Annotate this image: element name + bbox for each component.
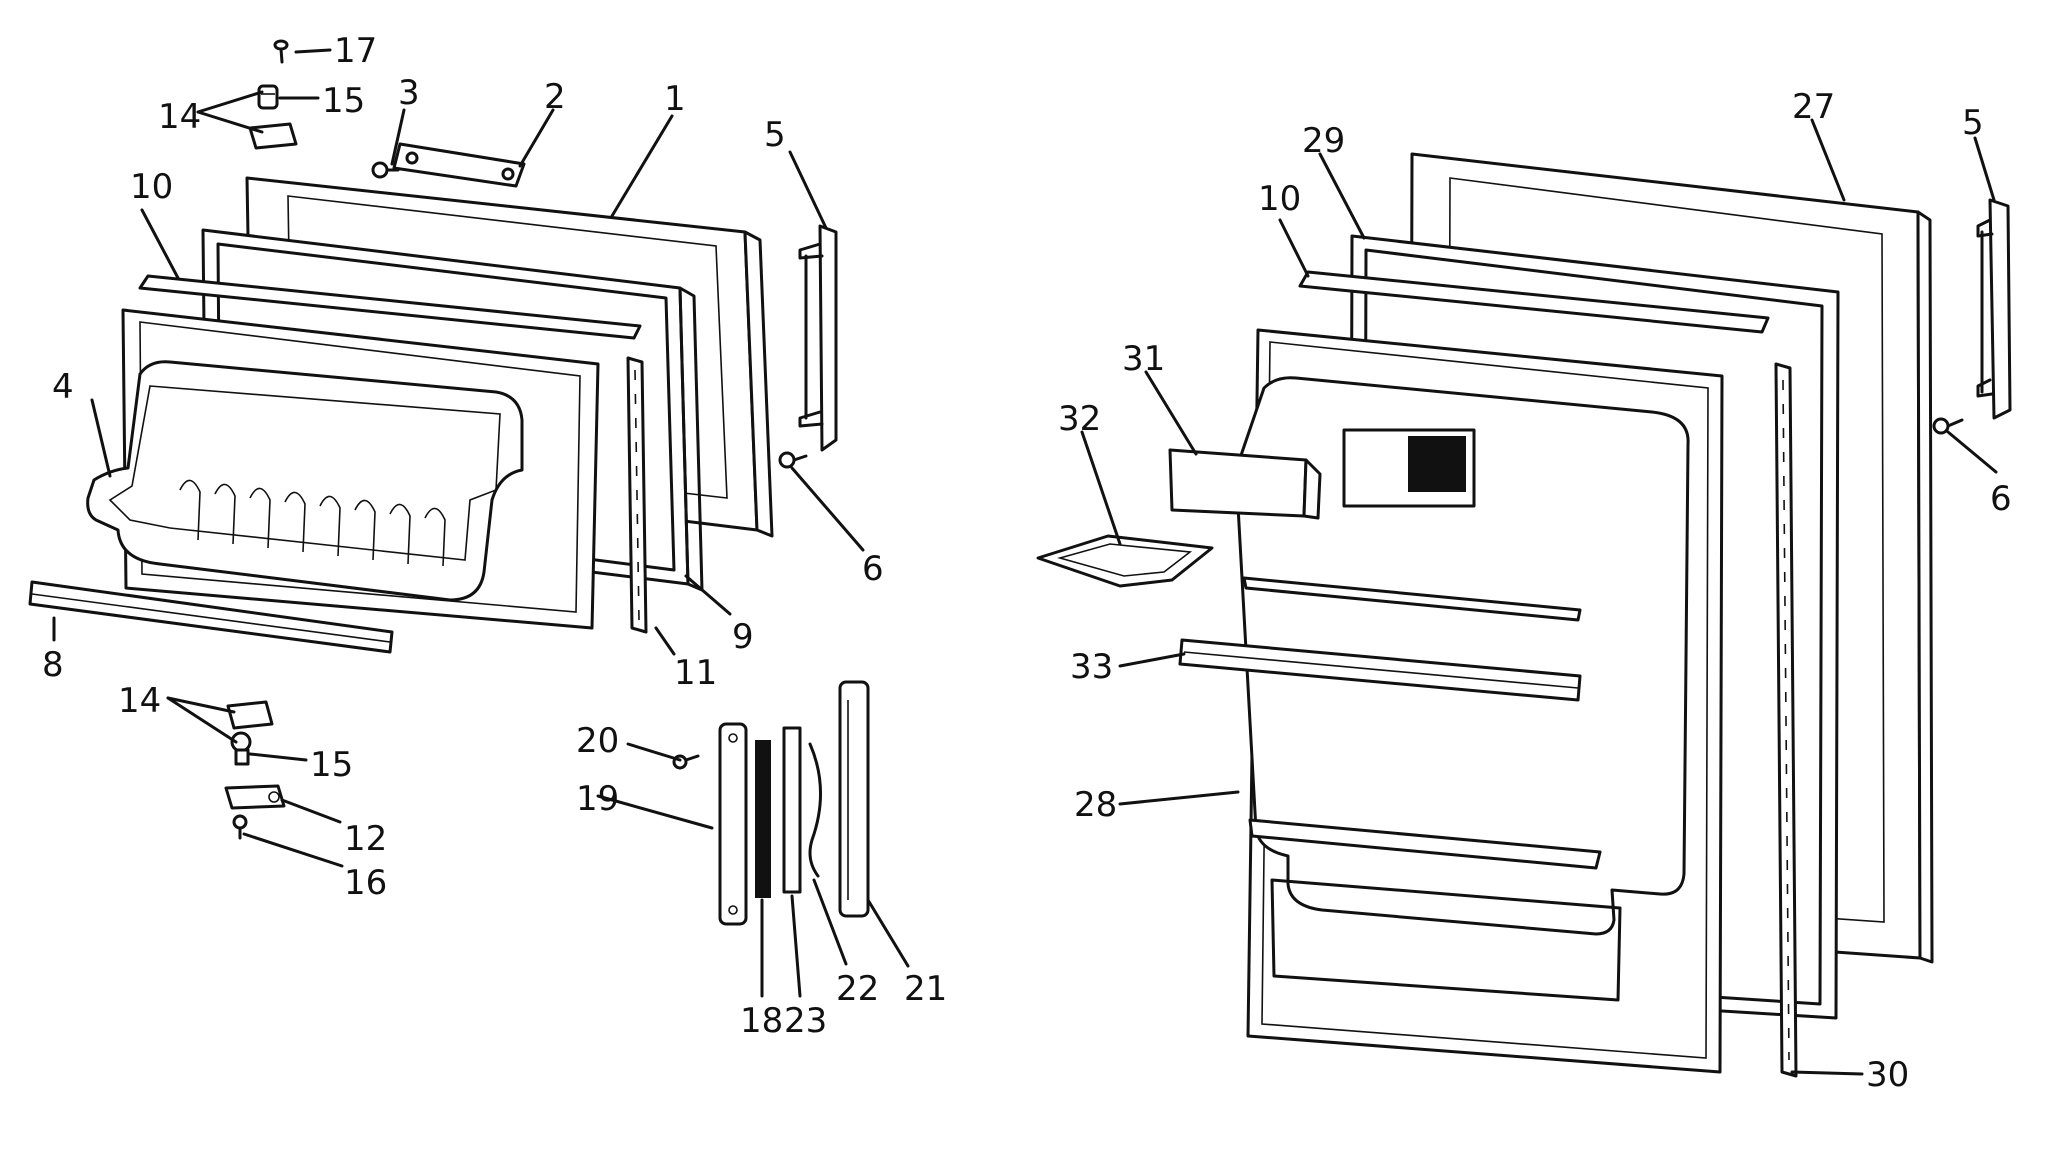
callout-label: 18 bbox=[740, 1001, 783, 1041]
callout-label: 2 bbox=[544, 77, 566, 117]
small-screw-part bbox=[371, 161, 400, 179]
callout-label: 31 bbox=[1122, 339, 1165, 379]
callout-label: 6 bbox=[1990, 479, 2012, 519]
right-handle-screw-part bbox=[1932, 417, 1964, 435]
hinge-screw-part bbox=[232, 814, 248, 840]
left-door-handle-part bbox=[798, 224, 838, 452]
callout-label: 16 bbox=[344, 863, 387, 903]
callout-label: 30 bbox=[1866, 1055, 1909, 1095]
callout-label: 10 bbox=[1258, 179, 1301, 219]
freezer-door-assembly bbox=[28, 39, 870, 926]
top-screw-part bbox=[273, 39, 289, 64]
callout-label: 9 bbox=[732, 617, 754, 657]
callout-label: 8 bbox=[42, 645, 64, 685]
callout-label: 3 bbox=[398, 73, 420, 113]
light-strip-part bbox=[782, 726, 802, 894]
callout-label: 14 bbox=[118, 681, 161, 721]
leader-lines bbox=[52, 48, 1998, 1076]
callout-label: 12 bbox=[344, 819, 387, 859]
bottom-rail-part bbox=[28, 580, 394, 654]
callout-label: 29 bbox=[1302, 121, 1345, 161]
callout-label: 33 bbox=[1070, 647, 1113, 687]
callout-label: 1 bbox=[664, 79, 686, 119]
vertical-hinge-strip-part bbox=[626, 356, 648, 634]
callout-label: 17 bbox=[334, 31, 377, 71]
top-bushing-part bbox=[257, 84, 279, 110]
top-trim-strip-part bbox=[138, 274, 642, 340]
end-cap-bracket-part bbox=[838, 680, 870, 918]
dark-gasket-strip-part bbox=[755, 740, 771, 898]
callout-label: 15 bbox=[310, 745, 353, 785]
end-cap-part bbox=[718, 722, 748, 926]
callout-label: 4 bbox=[52, 367, 74, 407]
bottom-bushing-part bbox=[230, 731, 252, 766]
callout-label: 10 bbox=[130, 167, 173, 207]
butter-compartment-door-part bbox=[1168, 448, 1322, 520]
callout-label: 15 bbox=[322, 81, 365, 121]
callout-label: 23 bbox=[784, 1001, 827, 1041]
right-door-handle-part bbox=[1976, 198, 2012, 420]
refrigerator-door-assembly bbox=[1036, 152, 2012, 1078]
callout-label: 20 bbox=[576, 721, 619, 761]
callout-label: 21 bbox=[904, 969, 947, 1009]
callout-label: 11 bbox=[674, 653, 717, 693]
top-hinge-bracket-part bbox=[392, 142, 526, 188]
right-top-trim-strip-part bbox=[1298, 270, 1770, 334]
callout-labels: 1 2 3 4 5 6 8 9 10 11 12 14 14 15 15 16 … bbox=[42, 31, 2012, 1095]
callout-label: 27 bbox=[1792, 87, 1835, 127]
callout-label: 28 bbox=[1074, 785, 1117, 825]
callout-label: 14 bbox=[158, 97, 201, 137]
callout-label: 5 bbox=[764, 115, 786, 155]
butter-tray-part bbox=[1036, 534, 1214, 588]
right-vertical-strip-part bbox=[1774, 362, 1798, 1078]
callout-label: 5 bbox=[1962, 103, 1984, 143]
fresh-food-door-liner-part bbox=[1234, 328, 1724, 1074]
top-hinge-plate-part bbox=[248, 122, 298, 150]
callout-label: 32 bbox=[1058, 399, 1101, 439]
hinge-bracket-part bbox=[224, 784, 286, 810]
callout-label: 6 bbox=[862, 549, 884, 589]
bottom-hinge-plate-part bbox=[226, 700, 274, 730]
callout-label: 19 bbox=[576, 779, 619, 819]
callout-label: 22 bbox=[836, 969, 879, 1009]
shelf-bin-part bbox=[86, 360, 524, 602]
left-handle-screw-part bbox=[778, 451, 808, 469]
curved-spring-part bbox=[808, 742, 823, 878]
